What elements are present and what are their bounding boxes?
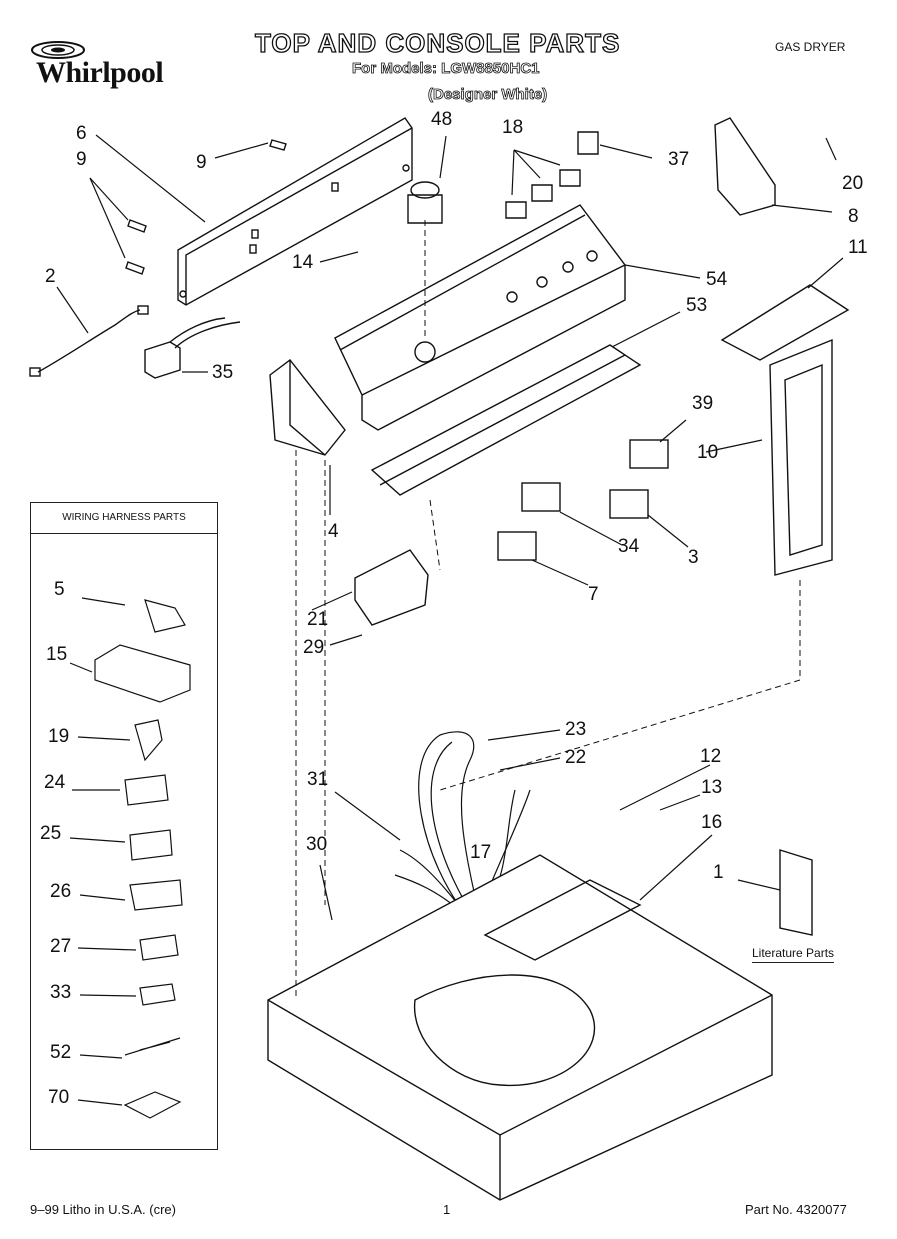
model-number: For Models: LGW8850HC1 (352, 60, 540, 78)
harness-callout: 52 (50, 1042, 72, 1063)
callout-16: 16 (701, 812, 723, 833)
callout-9: 9 (196, 152, 207, 173)
lint-screen-housing-part (720, 284, 850, 576)
callout-35: 35 (212, 362, 234, 383)
callout-48: 48 (431, 109, 453, 130)
harness-callout: 24 (44, 772, 66, 793)
callout-13: 13 (701, 777, 723, 798)
callout-9: 9 (76, 149, 87, 170)
harness-callout: 70 (48, 1087, 70, 1108)
page-number: 1 (443, 1202, 451, 1217)
harness-callout: 5 (54, 579, 65, 600)
rear-bracket-part (177, 117, 413, 306)
harness-callout: 19 (48, 726, 70, 747)
callout-10: 10 (697, 442, 719, 463)
callout-2: 2 (45, 266, 56, 287)
wiring-harness-title: WIRING HARNESS PARTS (31, 503, 217, 534)
callout-17: 17 (470, 842, 492, 863)
console-panel-part (334, 204, 626, 431)
dryer-top-panel-part (267, 854, 773, 1201)
wiring-harness-parts-box: WIRING HARNESS PARTS (30, 502, 218, 1150)
screw-part (125, 139, 287, 275)
print-info: 9–99 Litho in U.S.A. (cre) (30, 1202, 176, 1217)
callout-3: 3 (688, 547, 699, 568)
harness-callout: 25 (40, 823, 62, 844)
callout-8: 8 (848, 206, 859, 227)
model-variant: (Designer White) (428, 86, 548, 104)
hinge-bracket-part (714, 117, 776, 216)
harness-callout: 15 (46, 644, 68, 665)
harness-part-icons (69, 597, 191, 1119)
rotary-switch-part (497, 439, 669, 561)
harness-callout: 33 (50, 982, 72, 1003)
harness-callout: 27 (50, 936, 72, 957)
callout-37: 37 (668, 149, 690, 170)
callout-12: 12 (700, 746, 722, 767)
callout-14: 14 (292, 252, 314, 273)
callout-54: 54 (706, 269, 728, 290)
callout-1: 1 (713, 862, 724, 883)
callout-18: 18 (502, 117, 524, 138)
whirlpool-logo-icon (31, 41, 85, 59)
product-type: GAS DRYER (775, 40, 846, 54)
control-knob-part (407, 131, 599, 224)
callout-11: 11 (848, 237, 868, 258)
callout-4: 4 (328, 521, 339, 542)
part-number: Part No. 4320077 (745, 1202, 847, 1217)
callout-22: 22 (565, 747, 587, 768)
callout-6: 6 (76, 123, 87, 144)
literature-parts-label: Literature Parts (752, 946, 835, 963)
terminal-block-part (144, 317, 241, 379)
brand-logo-text: Whirlpool (36, 56, 164, 89)
ground-wire-part (29, 305, 149, 377)
callout-31: 31 (307, 769, 329, 790)
literature-booklet-part (779, 849, 813, 936)
callout-21: 21 (307, 609, 329, 630)
console-brace-part (370, 344, 642, 496)
console-endcap-part (269, 359, 346, 456)
callout-53: 53 (686, 295, 708, 316)
callout-7: 7 (588, 584, 599, 605)
callout-29: 29 (303, 637, 325, 658)
page-title: TOP AND CONSOLE PARTS (254, 27, 621, 58)
harness-callout: 26 (50, 881, 72, 902)
timer-part (354, 549, 429, 626)
callout-34: 34 (618, 536, 640, 557)
callout-23: 23 (565, 719, 587, 740)
callout-30: 30 (306, 834, 328, 855)
callout-39: 39 (692, 393, 714, 414)
callout-20: 20 (842, 173, 864, 194)
